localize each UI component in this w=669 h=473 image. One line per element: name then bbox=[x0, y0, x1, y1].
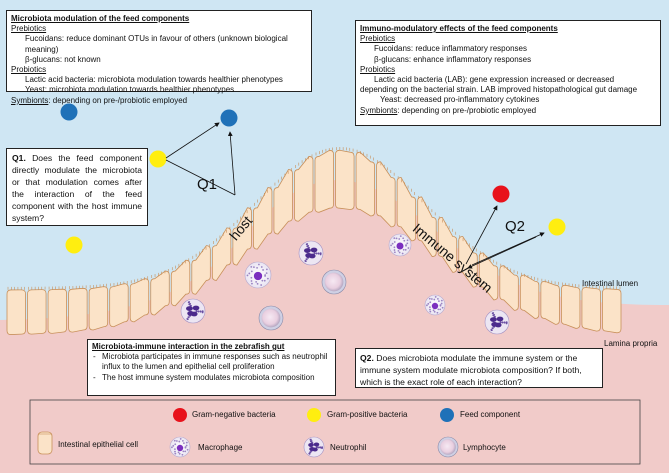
symbionts-text: : depending on pre-/probiotic employed bbox=[48, 95, 188, 105]
epithelial-cell bbox=[478, 252, 499, 301]
bglucans-text: β-glucans: not known bbox=[25, 54, 101, 64]
epithelial-cell bbox=[129, 278, 150, 323]
probiotics-label: Probiotics bbox=[11, 65, 47, 75]
microbiota-modulation-box: Microbiota modulation of the feed compon… bbox=[6, 10, 312, 105]
neutrophil-cell bbox=[298, 240, 324, 266]
epithelial-cell bbox=[27, 289, 47, 335]
immuno-modulatory-box: Immuno-modulatory effects of the feed co… bbox=[355, 20, 661, 126]
epithelial-cell bbox=[211, 227, 232, 281]
lymphocyte-cell bbox=[258, 305, 284, 331]
epithelial-cell bbox=[88, 286, 109, 331]
macrophage-cell bbox=[244, 261, 272, 289]
gram-negative-dot bbox=[492, 185, 510, 203]
q2-arrow-label: Q2 bbox=[505, 218, 526, 235]
q2-box: Q2. Does microbiota modulate the immune … bbox=[355, 348, 603, 388]
epithelial-cell bbox=[109, 283, 129, 328]
q2-label: Q2. bbox=[360, 353, 374, 363]
epithelial-cell bbox=[273, 169, 293, 235]
q1-text: Does the feed component directly modulat… bbox=[12, 153, 142, 223]
legend-epithelial-label: Intestinal epithelial cell bbox=[58, 440, 139, 449]
epithelial-cell bbox=[253, 187, 273, 250]
macrophage-cell bbox=[388, 233, 412, 257]
symbionts-text: : depending on pre-/probiotic employed bbox=[397, 105, 537, 115]
epithelial-cell bbox=[150, 270, 170, 316]
probiotics-label: Probiotics bbox=[360, 64, 396, 74]
lymphocyte-cell bbox=[321, 269, 347, 295]
epithelial-cell bbox=[6, 289, 26, 335]
zebrafish-item-2: The host immune system modulates microbi… bbox=[93, 373, 331, 383]
bglucans-text: β-glucans: enhance inflammatory response… bbox=[374, 54, 532, 64]
epithelial-cell bbox=[294, 156, 314, 222]
symbionts-label: Symbionts bbox=[11, 95, 49, 105]
symbionts-label: Symbionts bbox=[360, 105, 398, 115]
epithelial-cell bbox=[376, 161, 396, 228]
macrophage-cell bbox=[424, 294, 446, 316]
epithelial-cell bbox=[314, 149, 334, 213]
fucoidans-text: Fucoidans: reduce dominant OTUs in favou… bbox=[25, 34, 288, 54]
epithelial-layer bbox=[6, 149, 622, 335]
legend-gram-positive-label: Gram-positive bacteria bbox=[327, 410, 408, 419]
q2-arrows bbox=[465, 205, 545, 269]
epithelial-cell bbox=[232, 207, 252, 266]
epithelial-cell bbox=[191, 245, 211, 295]
yeast-text: Yeast: decreased pro-inflammatory cytoki… bbox=[380, 95, 540, 105]
q2-text: Does microbiota modulate the immune syst… bbox=[360, 353, 582, 387]
legend-gram-negative-swatch bbox=[173, 408, 187, 422]
legend-gram-negative-label: Gram-negative bacteria bbox=[192, 410, 276, 419]
q1-arrows bbox=[165, 122, 236, 196]
legend-box bbox=[29, 399, 641, 465]
legend-epithelial-swatch bbox=[37, 431, 53, 455]
epithelial-cell bbox=[437, 216, 458, 273]
lab-text-2: depending on the bacterial strain. LAB i… bbox=[360, 85, 638, 95]
lymphocyte-cell bbox=[437, 436, 459, 458]
q1-label: Q1. bbox=[12, 153, 26, 163]
lab-text-1: Lactic acid bacteria (LAB): gene express… bbox=[374, 75, 615, 85]
box-title: Microbiota-immune interaction in the zeb… bbox=[92, 342, 285, 351]
legend-neutrophil-label: Neutrophil bbox=[330, 443, 367, 452]
epithelial-cell bbox=[458, 236, 478, 288]
epithelial-cell bbox=[519, 274, 540, 319]
epithelial-cell bbox=[561, 284, 581, 329]
epithelial-cell bbox=[355, 151, 375, 217]
legend-gram-positive-swatch bbox=[307, 408, 321, 422]
neutrophil-cell bbox=[180, 298, 206, 324]
epithelial-cell bbox=[335, 149, 355, 210]
epithelial-cell bbox=[602, 288, 622, 334]
feed-component-dot bbox=[60, 103, 78, 121]
legend-macrophage-label: Macrophage bbox=[198, 443, 243, 452]
feed-component-dot bbox=[220, 109, 238, 127]
legend-feed-swatch bbox=[440, 408, 454, 422]
epithelial-cell bbox=[540, 280, 560, 325]
epithelial-cell bbox=[396, 177, 417, 242]
epithelial-cell bbox=[47, 288, 67, 334]
intestinal-lumen-label: Intestinal lumen bbox=[582, 279, 639, 288]
epithelial-cell bbox=[417, 196, 437, 257]
microvilli-brush bbox=[7, 147, 621, 290]
box-title: Microbiota modulation of the feed compon… bbox=[11, 14, 190, 23]
q1-arrow-label: Q1 bbox=[197, 176, 218, 193]
fucoidans-text: Fucoidans: reduce inflammatory responses bbox=[374, 44, 527, 54]
lab-text: Lactic acid bacteria: microbiota modulat… bbox=[25, 75, 283, 85]
gram-positive-dot bbox=[65, 236, 83, 254]
epithelial-cell bbox=[499, 265, 519, 311]
neutrophil-cell bbox=[303, 436, 325, 458]
gram-positive-dot bbox=[548, 218, 566, 236]
box-title: Immuno-modulatory effects of the feed co… bbox=[360, 24, 558, 33]
prebiotics-label: Prebiotics bbox=[360, 34, 396, 44]
gram-positive-dot bbox=[149, 150, 167, 168]
prebiotics-label: Prebiotics bbox=[11, 24, 47, 34]
lamina-propria-label: Lamina propria bbox=[604, 339, 658, 348]
zebrafish-box: Microbiota-immune interaction in the zeb… bbox=[87, 339, 336, 396]
yeast-text: Yeast: microbiota modulation towards hea… bbox=[25, 85, 235, 95]
legend-lymphocyte-label: Lymphocyte bbox=[463, 443, 506, 452]
epithelial-cell bbox=[68, 287, 88, 333]
epithelial-cell bbox=[170, 259, 191, 307]
epithelial-cell bbox=[581, 287, 601, 332]
legend-feed-label: Feed component bbox=[460, 410, 521, 419]
neutrophil-cell bbox=[484, 309, 510, 335]
macrophage-cell bbox=[169, 436, 191, 458]
q1-box: Q1. Does the feed component directly mod… bbox=[6, 148, 148, 226]
zebrafish-item-1: Microbiota participates in immune respon… bbox=[93, 352, 331, 372]
